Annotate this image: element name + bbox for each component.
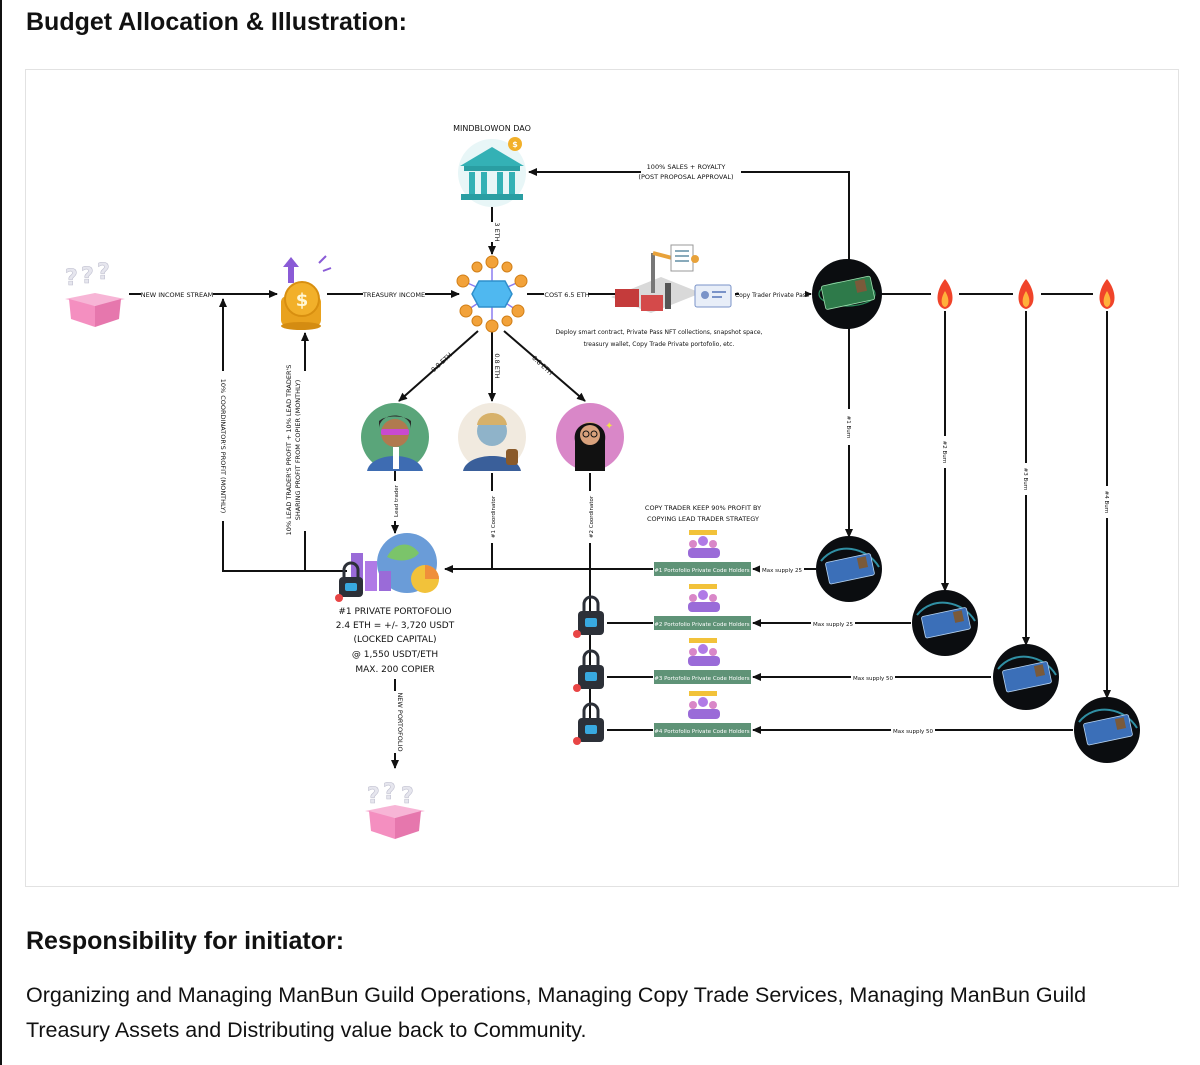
budget-flow-diagram: NEW INCOME STREAM TREASURY INCOME COST 6…	[65, 124, 1140, 839]
label-copy-keep-1: COPY TRADER KEEP 90% PROFIT BY	[645, 504, 761, 512]
section-heading-responsibility: Responsibility for initiator:	[26, 927, 345, 955]
new-mystery-box-icon: ? ? ?	[365, 780, 425, 839]
holders-label-1: #1 Portofolio Private Code Holders	[654, 568, 750, 574]
coordinator-2-avatar: ✦	[556, 403, 624, 471]
fire-icon-2	[1018, 279, 1034, 309]
svg-text:?: ?	[401, 784, 414, 809]
portfolio-line-3: (LOCKED CAPITAL)	[354, 635, 437, 645]
portfolio-line-2: 2.4 ETH = +/- 3,720 USDT	[336, 621, 455, 631]
dao-bank-icon: MINDBLOWON DAO $	[453, 124, 531, 207]
label-sales-royalty-1: 100% SALES + ROYALTY	[647, 163, 726, 171]
dao-title: MINDBLOWON DAO	[453, 124, 531, 133]
holders-group-3: #3 Portofolio Private Code Holders	[654, 638, 751, 684]
svg-text:$: $	[296, 290, 309, 311]
arrow-to-lead-trader	[398, 330, 479, 402]
diagram-frame: NEW INCOME STREAM TREASURY INCOME COST 6…	[25, 69, 1179, 887]
label-burn-4: #4 Burn	[1103, 491, 1109, 514]
holders-label-2: #2 Portofolio Private Code Holders	[654, 622, 750, 628]
label-lead-profit-1: 10% LEAD TRADER'S PROFIT + 10% LEAD TRAD…	[285, 365, 293, 536]
left-border-rule	[0, 0, 2, 1065]
portfolio-icon	[335, 533, 439, 602]
deploy-factory-icon	[611, 244, 732, 313]
label-max-supply-2: Max supply 25	[813, 622, 853, 628]
portfolio-line-5: MAX. 200 COPIER	[355, 665, 434, 675]
label-burn-1: #1 Burn	[845, 416, 851, 439]
nft-pass-3-icon	[993, 644, 1059, 710]
label-max-supply-4: Max supply 50	[893, 729, 933, 735]
holders-label-3: #3 Portofolio Private Code Holders	[654, 676, 750, 682]
label-backgrounds	[141, 161, 1113, 753]
svg-text:?: ?	[367, 784, 380, 809]
private-pass-nft-icon	[812, 259, 882, 329]
label-08-eth-mid: 0.8 ETH	[493, 353, 501, 378]
label-coordinator-1: #1 Coordinator	[491, 495, 497, 538]
svg-text:?: ?	[97, 260, 110, 285]
nft-pass-2-icon	[912, 590, 978, 656]
label-copy-trader-pass: Copy Trader Private Pass	[735, 292, 809, 299]
svg-text:?: ?	[383, 780, 396, 805]
label-08-eth-left: 0.8 ETH	[430, 351, 454, 374]
label-deploy-1: Deploy smart contract, Private Pass NFT …	[556, 329, 763, 336]
coordinator-1-avatar	[458, 403, 526, 471]
holders-group-4: #4 Portofolio Private Code Holders	[654, 691, 751, 737]
label-copy-keep-2: COPYING LEAD TRADER STRATEGY	[647, 515, 759, 523]
lead-trader-avatar	[361, 403, 429, 471]
portfolio-line-1: #1 PRIVATE PORTOFOLIO	[338, 607, 451, 617]
label-cost: COST 6.5 ETH	[544, 291, 589, 299]
label-sales-royalty-2: (POST PROPOSAL APPROVAL)	[638, 173, 733, 181]
burn-fire-icons	[937, 279, 1115, 309]
label-lead-trader: Lead trader	[394, 484, 400, 517]
mystery-box-icon: ? ? ?	[65, 260, 125, 327]
nft-pass-4-icon	[1074, 697, 1140, 763]
lock-icon-4	[573, 702, 604, 745]
fire-icon-3	[1099, 279, 1115, 309]
label-max-supply-1: Max supply 25	[762, 568, 802, 574]
label-lead-profit-2: SHARING PROFIT FROM COPIER (MONTHLY)	[294, 380, 302, 521]
svg-text:✦: ✦	[605, 421, 613, 432]
nft-pass-1-icon	[816, 536, 882, 602]
lock-icon-2	[573, 595, 604, 638]
lock-icons	[573, 595, 604, 745]
responsibility-paragraph: Organizing and Managing ManBun Guild Ope…	[26, 983, 1087, 1042]
label-new-income-stream: NEW INCOME STREAM	[141, 291, 213, 299]
svg-text:?: ?	[65, 266, 78, 291]
blockchain-hub-icon	[456, 255, 528, 333]
label-coordinator-2: #2 Coordinator	[589, 495, 595, 538]
holders-group-1: #1 Portofolio Private Code Holders	[654, 530, 751, 576]
arrow-sales-royalty	[528, 168, 850, 263]
portfolio-text: #1 PRIVATE PORTOFOLIO 2.4 ETH = +/- 3,72…	[336, 607, 455, 675]
label-burn-2: #2 Burn	[941, 441, 947, 464]
fire-icon-1	[937, 279, 953, 309]
holders-label-4: #4 Portofolio Private Code Holders	[654, 729, 750, 735]
label-08-eth-right: 0.8 ETH	[530, 354, 554, 377]
arrow-to-coordinator-2	[503, 330, 586, 402]
label-burn-3: #3 Burn	[1022, 468, 1028, 491]
portfolio-line-4: @ 1,550 USDT/ETH	[352, 650, 438, 660]
connector-lines	[129, 168, 1111, 769]
label-3-eth: 3 ETH	[493, 222, 501, 241]
lock-icon-3	[573, 649, 604, 692]
svg-text:?: ?	[81, 264, 94, 289]
holders-group-2: #2 Portofolio Private Code Holders	[654, 584, 751, 630]
label-treasury-income: TREASURY INCOME	[362, 291, 425, 299]
label-new-portfolio: NEW PORTOFOLIO	[396, 692, 404, 751]
svg-text:$: $	[512, 140, 518, 149]
section-heading-budget: Budget Allocation & Illustration:	[26, 8, 408, 36]
label-max-supply-3: Max supply 50	[853, 676, 893, 682]
label-coordinator-profit: 10% COORDINATOR'S PROFIT (MONTHLY)	[219, 379, 227, 514]
label-deploy-2: treasury wallet, Copy Trade Private port…	[584, 341, 735, 348]
treasury-coins-icon: $	[281, 255, 332, 330]
